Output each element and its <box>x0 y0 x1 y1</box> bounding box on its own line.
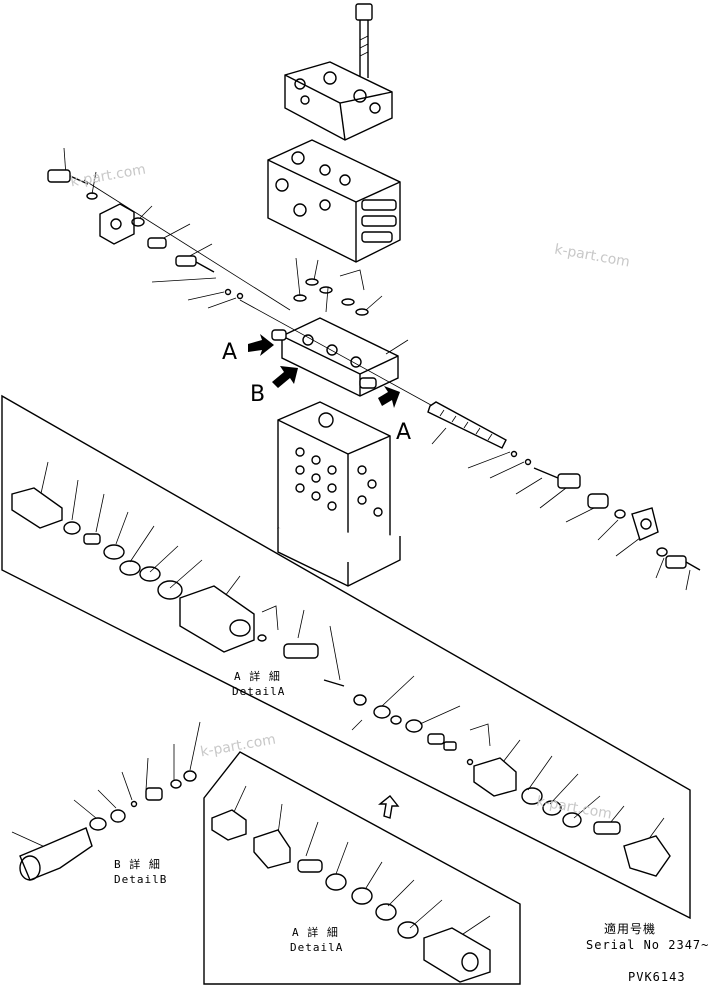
callout-a-left: A <box>222 340 238 365</box>
serial-number: Serial No 2347~ <box>586 938 710 952</box>
top-cover <box>284 61 393 141</box>
detail-a-upper-en: DetailA <box>232 685 286 698</box>
main-valve-block <box>277 401 401 587</box>
valve-section-upper <box>267 139 401 263</box>
detail-a-lower-enclosure <box>203 751 521 985</box>
drawing-code: PVK6143 <box>628 970 686 984</box>
callout-b: B <box>250 382 266 407</box>
serial-label-jp: 適用号機 <box>604 922 657 936</box>
detail-a-lower-parts <box>211 785 491 983</box>
callout-a-right: A <box>396 420 412 445</box>
detail-a-enclosure <box>1 394 691 920</box>
right-spool-assembly <box>427 401 701 591</box>
upper-left-parts <box>47 147 291 311</box>
detail-a-lower-jp: A 詳 細 <box>292 926 339 939</box>
detail-a-upper-parts <box>11 461 671 877</box>
detail-a-lower-en: DetailA <box>290 941 344 954</box>
top-bolt <box>355 3 373 78</box>
detail-a-upper-jp: A 詳 細 <box>234 670 281 683</box>
main-section <box>239 257 441 411</box>
detail-b-parts <box>11 721 201 881</box>
detail-b-jp: B 詳 細 <box>114 858 161 871</box>
detail-b-en: DetailB <box>114 873 168 886</box>
